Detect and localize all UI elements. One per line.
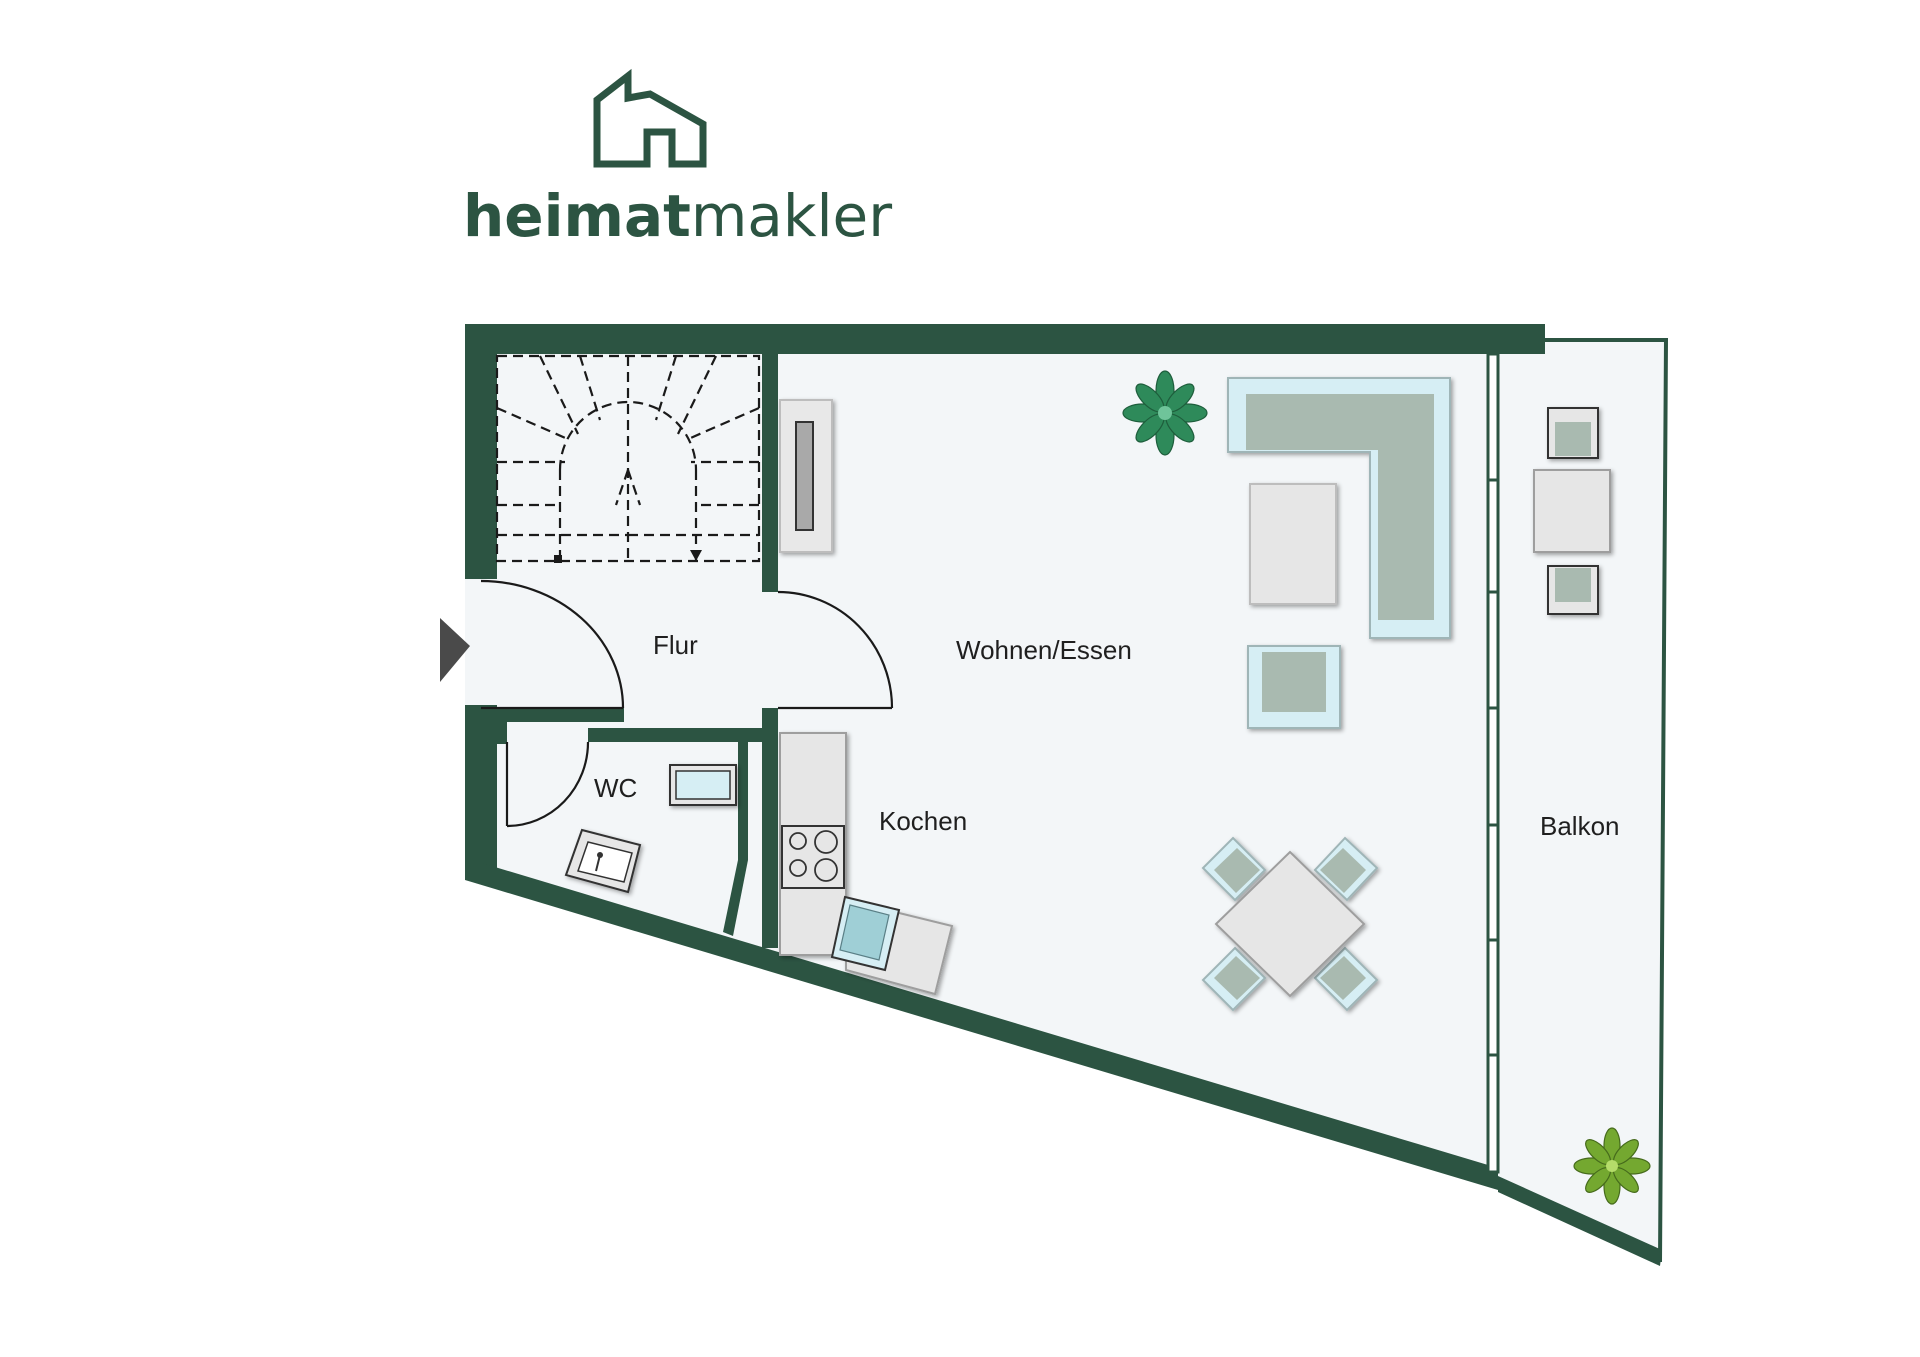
- plant-icon: [1122, 370, 1208, 456]
- brand-logo: heimatmakler: [463, 68, 892, 250]
- balcony-floor: [1498, 338, 1666, 1262]
- wc-door[interactable]: [505, 741, 590, 828]
- interior-floor: [465, 338, 1498, 1178]
- room-label-wohnen-essen: Wohnen/Essen: [956, 635, 1132, 665]
- balcony-chair: [1547, 565, 1599, 615]
- dining-chair: [1313, 946, 1379, 1012]
- coffee-table: [1249, 483, 1337, 605]
- wc-washbasin: [564, 828, 642, 894]
- room-label-flur: Flur: [653, 630, 698, 660]
- stair-direction-arrow: [690, 550, 702, 561]
- wc-fixture: [669, 764, 737, 806]
- armchair: [1247, 645, 1341, 729]
- brand-name: heimatmakler: [463, 182, 892, 250]
- room-label-balkon: Balkon: [1540, 811, 1620, 841]
- dining-chair: [1201, 836, 1267, 902]
- entrance-arrow-icon: [440, 618, 470, 682]
- interior-walls: [497, 354, 778, 948]
- room-label-wc: WC: [594, 773, 637, 803]
- kitchen-door[interactable]: [777, 590, 894, 710]
- plant-icon: [1573, 1127, 1651, 1205]
- stove-icon: [781, 825, 845, 889]
- stair-start-marker: [554, 555, 562, 563]
- staircase: [495, 354, 761, 563]
- balcony-chair: [1547, 407, 1599, 459]
- dining-chair: [1201, 946, 1267, 1012]
- dining-set: [1201, 836, 1379, 1012]
- dining-chair: [1313, 836, 1379, 902]
- room-label-kochen: Kochen: [879, 806, 967, 836]
- balcony-table: [1533, 469, 1611, 553]
- sink-icon: [830, 895, 901, 972]
- tv-unit: [779, 399, 833, 553]
- balcony-railing: [1545, 338, 1669, 1263]
- window-wall: [1486, 352, 1500, 1174]
- corner-sofa: [1227, 377, 1451, 639]
- house-outline-icon: [593, 68, 707, 168]
- dining-table: [1214, 850, 1366, 998]
- entrance-door[interactable]: [480, 579, 625, 710]
- exterior-walls: [465, 324, 1662, 1266]
